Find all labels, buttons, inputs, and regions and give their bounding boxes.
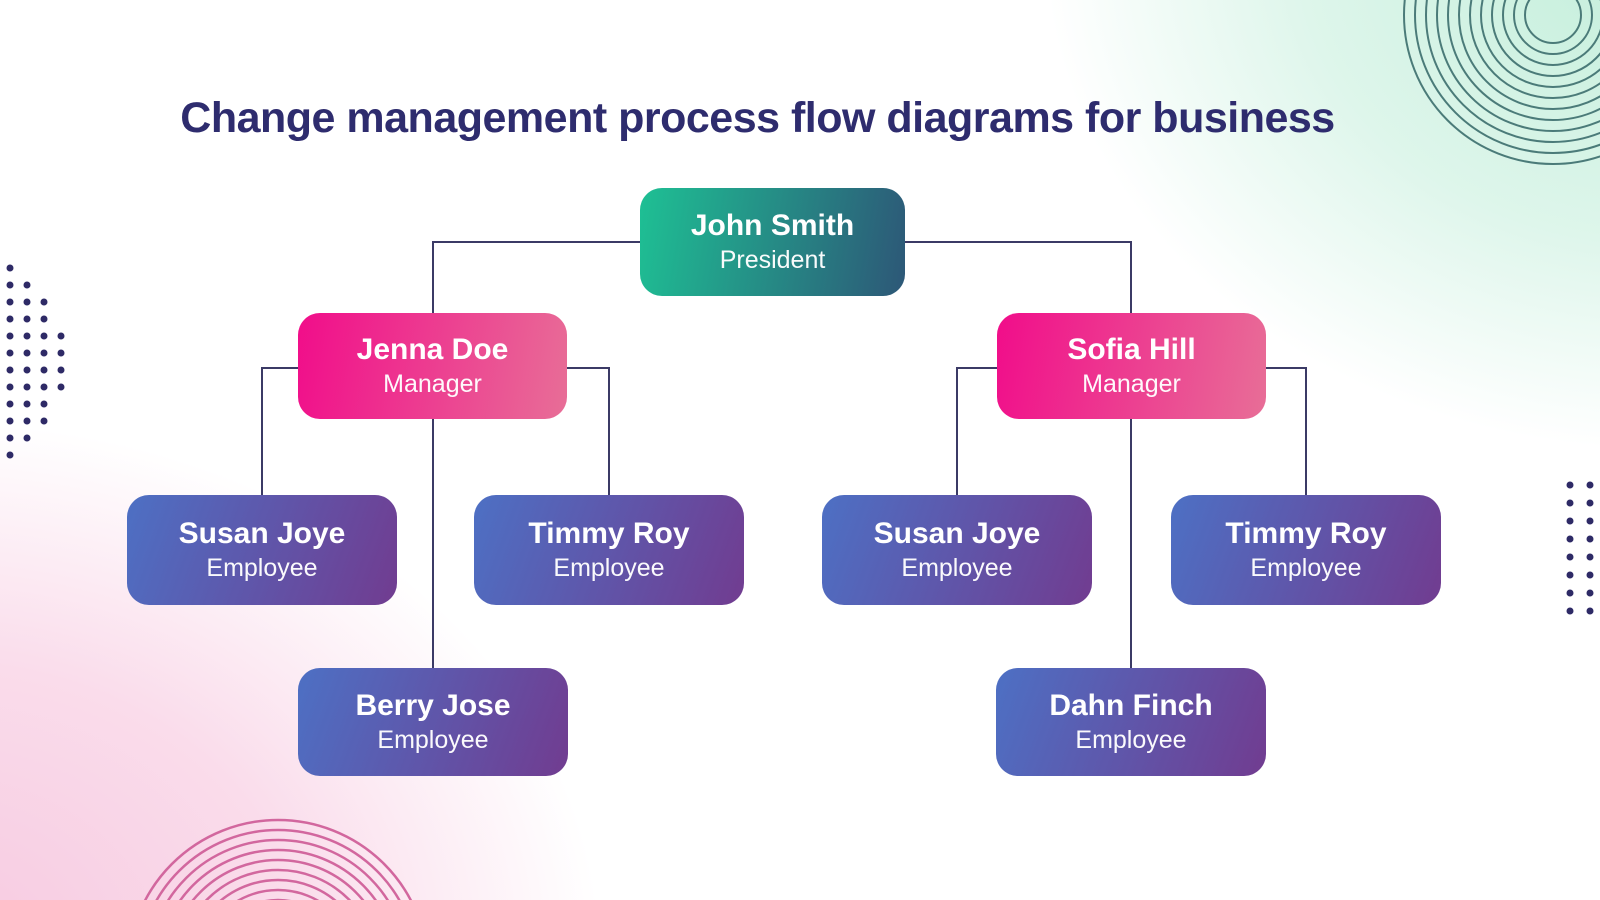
dot-grid-left — [40, 298, 48, 306]
org-node-president: John Smith President — [640, 188, 905, 296]
person-role: Employee — [1075, 726, 1187, 755]
dot-grid-left — [57, 332, 65, 340]
dot-grid-left — [6, 366, 14, 374]
dot-grid-left — [23, 434, 31, 442]
org-node-employee-right-3: Dahn Finch Employee — [996, 668, 1266, 776]
concentric-rings-top-right — [1513, 0, 1593, 55]
connector-jenna-to-timmy — [567, 367, 610, 495]
person-name: Jenna Doe — [356, 332, 509, 366]
dot-grid-right — [1566, 571, 1574, 579]
dot-grid-left — [40, 400, 48, 408]
concentric-rings-bottom-left — [166, 838, 390, 900]
concentric-rings-bottom-left — [236, 888, 320, 900]
person-name: Sofia Hill — [1067, 332, 1196, 366]
person-name: Berry Jose — [355, 688, 511, 722]
dot-grid-right — [1566, 589, 1574, 597]
connector-president-to-jenna — [432, 241, 640, 313]
org-node-employee-left-3: Berry Jose Employee — [298, 668, 568, 776]
dot-grid-right — [1586, 499, 1594, 507]
person-role: Employee — [1250, 554, 1362, 583]
dot-grid-right — [1566, 481, 1574, 489]
dot-grid-left — [40, 383, 48, 391]
org-node-employee-right-2: Timmy Roy Employee — [1171, 495, 1441, 605]
concentric-rings-bottom-left — [219, 878, 337, 900]
dot-grid-left — [6, 400, 14, 408]
dot-grid-left — [6, 417, 14, 425]
dot-grid-left — [57, 366, 65, 374]
dot-grid-left — [23, 315, 31, 323]
dot-grid-right — [1586, 553, 1594, 561]
dot-grid-left — [23, 298, 31, 306]
dot-grid-left — [23, 417, 31, 425]
dot-grid-left — [6, 264, 14, 272]
org-node-manager-right: Sofia Hill Manager — [997, 313, 1266, 419]
concentric-rings-top-right — [1458, 0, 1600, 110]
concentric-rings-top-right — [1469, 0, 1600, 99]
person-role: Employee — [377, 726, 489, 755]
concentric-rings-top-right — [1491, 0, 1600, 77]
dot-grid-left — [6, 281, 14, 289]
dot-grid-left — [6, 434, 14, 442]
person-role: President — [719, 246, 826, 275]
org-node-employee-left-2: Timmy Roy Employee — [474, 495, 744, 605]
concentric-rings-bottom-left — [143, 818, 413, 900]
person-name: Susan Joye — [873, 516, 1041, 550]
person-name: John Smith — [690, 208, 855, 242]
org-node-employee-left-1: Susan Joye Employee — [127, 495, 397, 605]
dot-grid-left — [23, 281, 31, 289]
page-title: Change management process flow diagrams … — [180, 94, 1335, 142]
concentric-rings-bottom-left — [179, 848, 377, 900]
dot-grid-right — [1586, 535, 1594, 543]
dot-grid-left — [23, 366, 31, 374]
dot-grid-left — [6, 383, 14, 391]
dot-grid-right — [1586, 517, 1594, 525]
dot-grid-right — [1566, 517, 1574, 525]
dot-grid-left — [40, 417, 48, 425]
dot-grid-left — [40, 366, 48, 374]
connector-sofia-to-timmy — [1266, 367, 1307, 495]
person-role: Manager — [1082, 370, 1181, 399]
person-name: Timmy Roy — [528, 516, 690, 550]
person-role: Manager — [383, 370, 482, 399]
dot-grid-right — [1586, 481, 1594, 489]
concentric-rings-top-right — [1502, 0, 1600, 66]
dot-grid-left — [6, 298, 14, 306]
connector-president-to-sofia — [905, 241, 1132, 313]
person-role: Employee — [553, 554, 665, 583]
dot-grid-left — [6, 451, 14, 459]
person-name: Timmy Roy — [1225, 516, 1387, 550]
concentric-rings-bottom-left — [155, 828, 401, 900]
dot-grid-left — [23, 349, 31, 357]
dot-grid-left — [23, 332, 31, 340]
person-role: Employee — [901, 554, 1013, 583]
dot-grid-right — [1566, 499, 1574, 507]
person-name: Dahn Finch — [1049, 688, 1213, 722]
org-node-employee-right-1: Susan Joye Employee — [822, 495, 1092, 605]
concentric-rings-bottom-left — [191, 858, 365, 900]
dot-grid-left — [40, 315, 48, 323]
dot-grid-right — [1586, 607, 1594, 615]
dot-grid-left — [6, 349, 14, 357]
dot-grid-left — [23, 383, 31, 391]
concentric-rings-bottom-left — [204, 868, 352, 900]
dot-grid-left — [40, 332, 48, 340]
dot-grid-right — [1566, 607, 1574, 615]
dot-grid-left — [23, 400, 31, 408]
dot-grid-left — [57, 383, 65, 391]
concentric-rings-top-right — [1480, 0, 1600, 88]
connector-jenna-to-susan — [261, 367, 298, 495]
dot-grid-right — [1566, 553, 1574, 561]
concentric-rings-top-right — [1524, 0, 1582, 44]
dot-grid-left — [6, 332, 14, 340]
dot-grid-left — [40, 349, 48, 357]
dot-grid-right — [1586, 589, 1594, 597]
dot-grid-left — [57, 349, 65, 357]
connector-sofia-to-susan — [956, 367, 997, 495]
person-name: Susan Joye — [178, 516, 346, 550]
dot-grid-right — [1566, 535, 1574, 543]
dot-grid-left — [6, 315, 14, 323]
person-role: Employee — [206, 554, 318, 583]
dot-grid-right — [1586, 571, 1594, 579]
org-node-manager-left: Jenna Doe Manager — [298, 313, 567, 419]
